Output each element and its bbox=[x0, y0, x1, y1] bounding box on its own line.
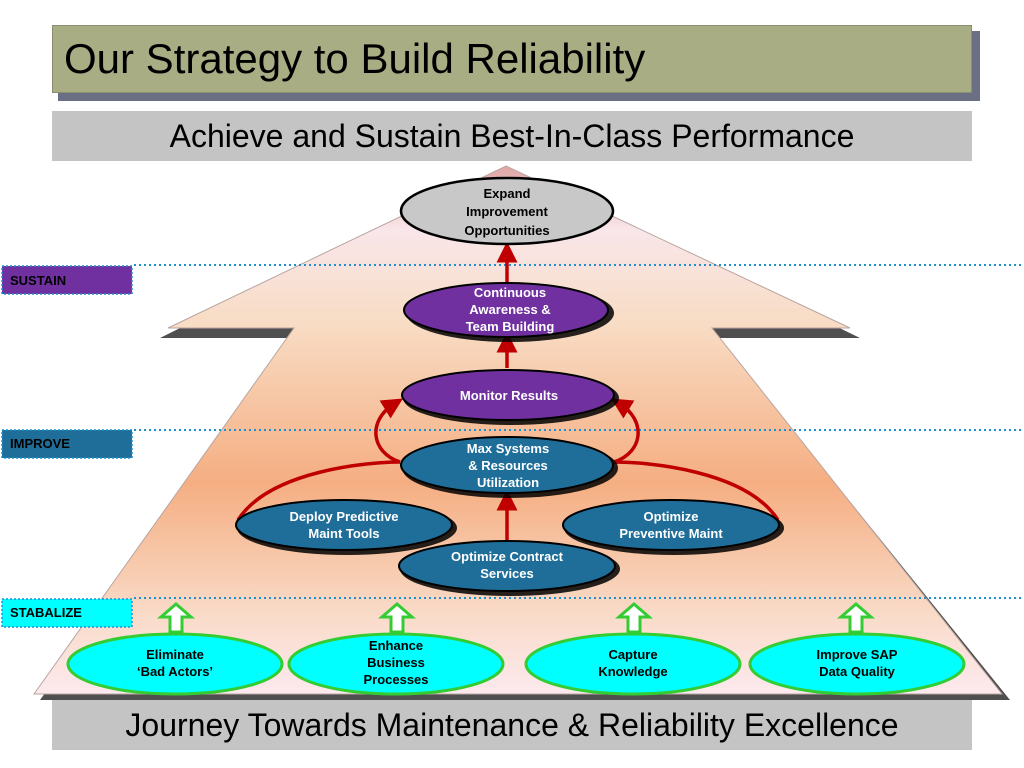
svg-text:Utilization: Utilization bbox=[477, 475, 539, 490]
svg-text:‘Bad Actors’: ‘Bad Actors’ bbox=[137, 664, 213, 679]
arrow-body bbox=[33, 165, 1004, 695]
node-optimize-contract: Optimize Contract Services bbox=[398, 540, 620, 596]
svg-text:Deploy Predictive: Deploy Predictive bbox=[289, 509, 398, 524]
svg-text:Eliminate: Eliminate bbox=[146, 647, 204, 662]
connector-optimize-max bbox=[613, 460, 780, 521]
svg-text:STABALIZE: STABALIZE bbox=[10, 605, 82, 620]
improve-label: IMPROVE bbox=[1, 429, 133, 459]
bottom-banner-text: Journey Towards Maintenance & Reliabilit… bbox=[125, 706, 899, 743]
node-capture: Capture Knowledge bbox=[524, 632, 742, 696]
svg-text:Awareness &: Awareness & bbox=[469, 302, 550, 317]
page-title: Our Strategy to Build Reliability bbox=[64, 35, 646, 82]
svg-text:SUSTAIN: SUSTAIN bbox=[10, 273, 66, 288]
connectors bbox=[236, 241, 780, 541]
sustain-label: SUSTAIN bbox=[1, 265, 133, 295]
svg-text:Team Building: Team Building bbox=[466, 319, 555, 334]
svg-text:Expand: Expand bbox=[484, 186, 531, 201]
up-arrow-2 bbox=[377, 602, 417, 634]
svg-text:& Resources: & Resources bbox=[468, 458, 547, 473]
node-enhance: Enhance Business Processes bbox=[287, 632, 505, 696]
top-banner-text: Achieve and Sustain Best-In-Class Perfor… bbox=[169, 117, 855, 154]
title-bar: Our Strategy to Build Reliability bbox=[52, 25, 972, 93]
bottom-banner: Journey Towards Maintenance & Reliabilit… bbox=[52, 700, 972, 750]
svg-text:Maint Tools: Maint Tools bbox=[308, 526, 379, 541]
svg-text:Improve SAP: Improve SAP bbox=[817, 647, 898, 662]
svg-text:Services: Services bbox=[480, 566, 534, 581]
node-deploy: Deploy Predictive Maint Tools bbox=[235, 499, 457, 555]
node-continuous: Continuous Awareness & Team Building bbox=[403, 282, 614, 342]
stabalize-label: STABALIZE bbox=[1, 598, 133, 628]
svg-text:Data Quality: Data Quality bbox=[819, 664, 896, 679]
connector-max-monitor-right bbox=[611, 398, 640, 464]
svg-text:Improvement: Improvement bbox=[466, 204, 548, 219]
svg-text:Opportunities: Opportunities bbox=[464, 223, 549, 238]
svg-text:Business: Business bbox=[367, 655, 425, 670]
up-arrow-4 bbox=[836, 602, 876, 634]
connector-max-monitor-left bbox=[374, 398, 403, 464]
svg-text:Capture: Capture bbox=[608, 647, 657, 662]
up-arrow-3 bbox=[614, 602, 654, 634]
svg-text:Max Systems: Max Systems bbox=[467, 441, 549, 456]
svg-text:Preventive Maint: Preventive Maint bbox=[619, 526, 723, 541]
node-max-systems: Max Systems & Resources Utilization bbox=[400, 436, 618, 498]
node-monitor: Monitor Results bbox=[401, 369, 619, 425]
node-eliminate: Eliminate ‘Bad Actors’ bbox=[66, 632, 284, 696]
node-improve-sap: Improve SAP Data Quality bbox=[748, 632, 966, 696]
up-arrow-1 bbox=[156, 602, 196, 634]
node-optimize-pm: Optimize Preventive Maint bbox=[562, 499, 784, 555]
top-banner: Achieve and Sustain Best-In-Class Perfor… bbox=[52, 111, 972, 161]
svg-text:Knowledge: Knowledge bbox=[598, 664, 667, 679]
svg-text:Monitor Results: Monitor Results bbox=[460, 388, 558, 403]
svg-text:Optimize: Optimize bbox=[644, 509, 699, 524]
node-expand: Expand Improvement Opportunities bbox=[399, 176, 615, 246]
svg-text:Processes: Processes bbox=[363, 672, 428, 687]
connector-deploy-max bbox=[236, 460, 401, 521]
svg-text:Enhance: Enhance bbox=[369, 638, 423, 653]
svg-text:Continuous: Continuous bbox=[474, 285, 546, 300]
svg-text:IMPROVE: IMPROVE bbox=[10, 436, 70, 451]
svg-text:Optimize Contract: Optimize Contract bbox=[451, 549, 564, 564]
green-arrows bbox=[156, 602, 876, 634]
